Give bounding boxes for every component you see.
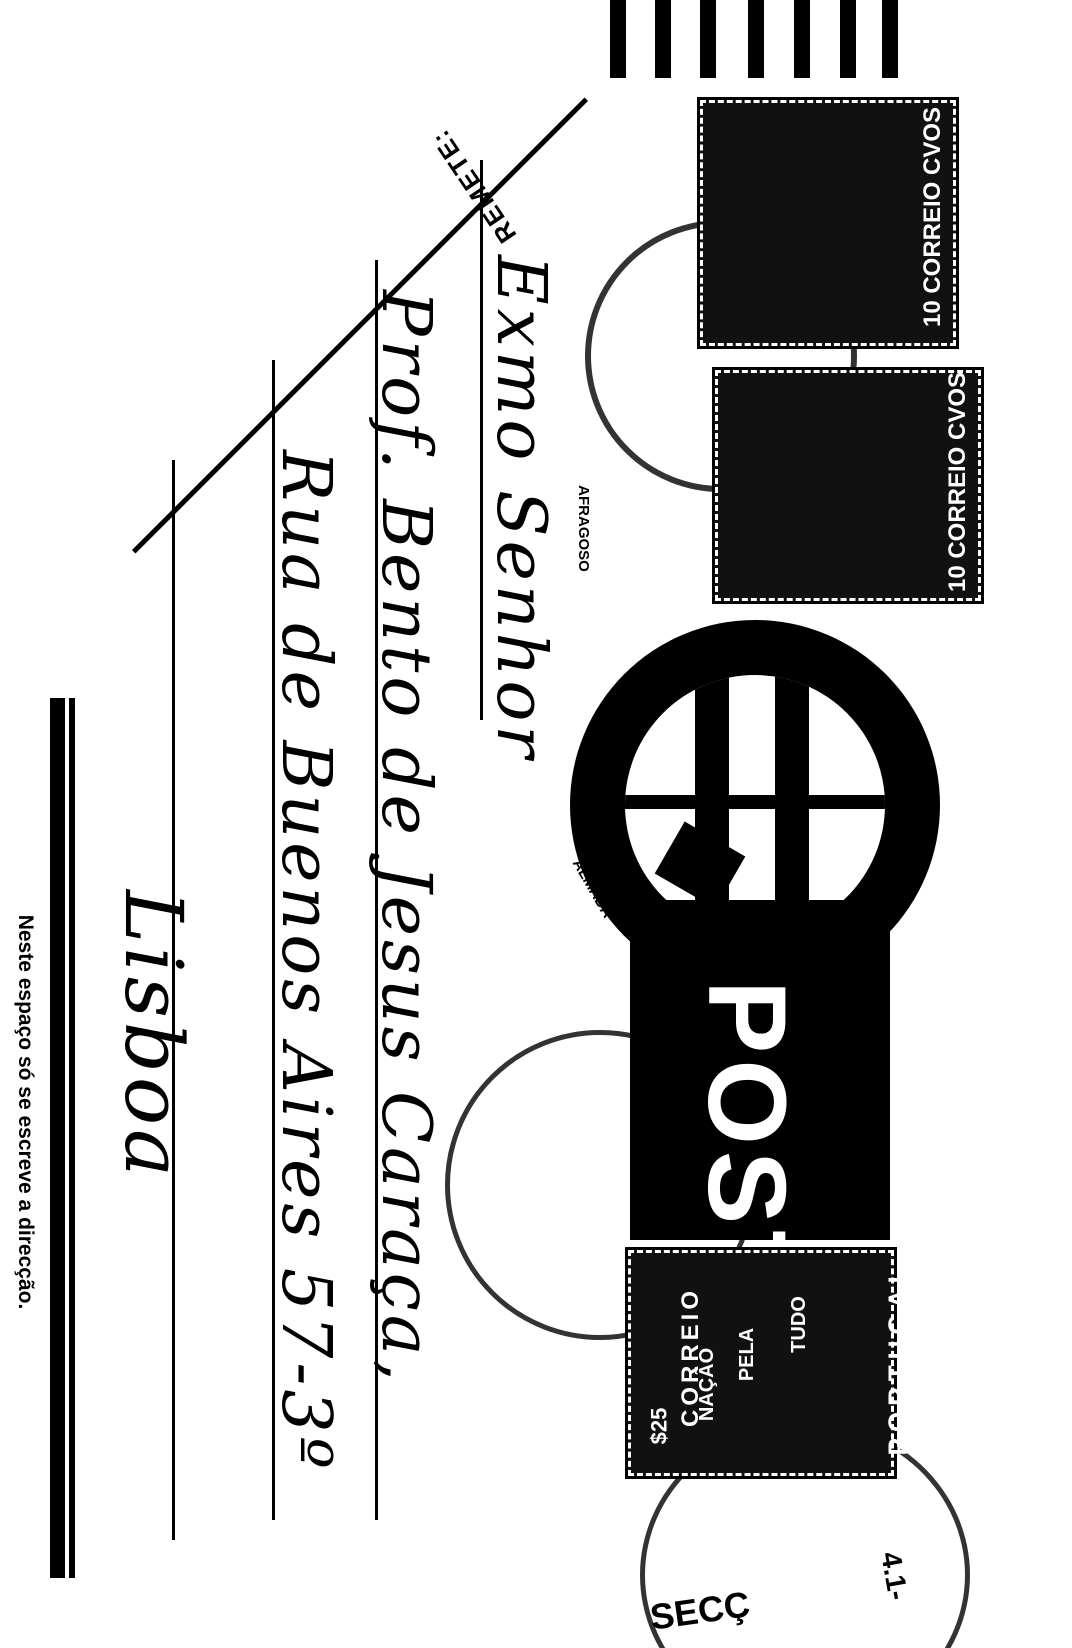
postal-banner xyxy=(630,900,890,1240)
address-footer-note: Neste espaço só se escreve a direcção. xyxy=(14,914,37,1310)
stamp-bottom-correio: CORREIO xyxy=(677,1286,705,1428)
sender-line-3: Rua de Buenos Aires 57-3º xyxy=(266,450,345,1473)
address-line-3 xyxy=(272,360,275,1520)
sender-line-4: Lisboa xyxy=(107,890,200,1181)
stamp-second-label: 10 CORREIO CVOS xyxy=(944,371,972,593)
postal-banner-text: POSTAL xyxy=(685,980,808,1454)
stamp-bottom-motto-2: PELA xyxy=(736,1327,759,1382)
sender-line-2: Prof. Bento de Jesus Caraça, xyxy=(366,290,445,1386)
address-line-1 xyxy=(480,160,483,720)
stamp-bottom: PORTUGAL TUDO PELA NAÇÃO CORREIO $25 xyxy=(625,1247,912,1479)
sender-line-1: Exmo Senhor xyxy=(481,255,560,762)
stamp-bottom-country: PORTUGAL xyxy=(882,1261,913,1456)
stamp-top: 10 CORREIO CVOS xyxy=(697,97,959,349)
postmark-town-afragoso: AFRAGOSO xyxy=(574,485,592,572)
stamp-bottom-motto-1: TUDO xyxy=(787,1296,810,1353)
stamp-bottom-value: $25 xyxy=(646,1407,672,1445)
address-heavy-rule xyxy=(50,698,69,1578)
cancellation-bars xyxy=(600,0,900,80)
address-line-4 xyxy=(172,460,175,1540)
stamp-second: 10 CORREIO CVOS xyxy=(712,367,984,604)
address-line-2 xyxy=(375,260,378,1520)
stamp-top-label: 10 CORREIO CVOS xyxy=(919,106,947,328)
